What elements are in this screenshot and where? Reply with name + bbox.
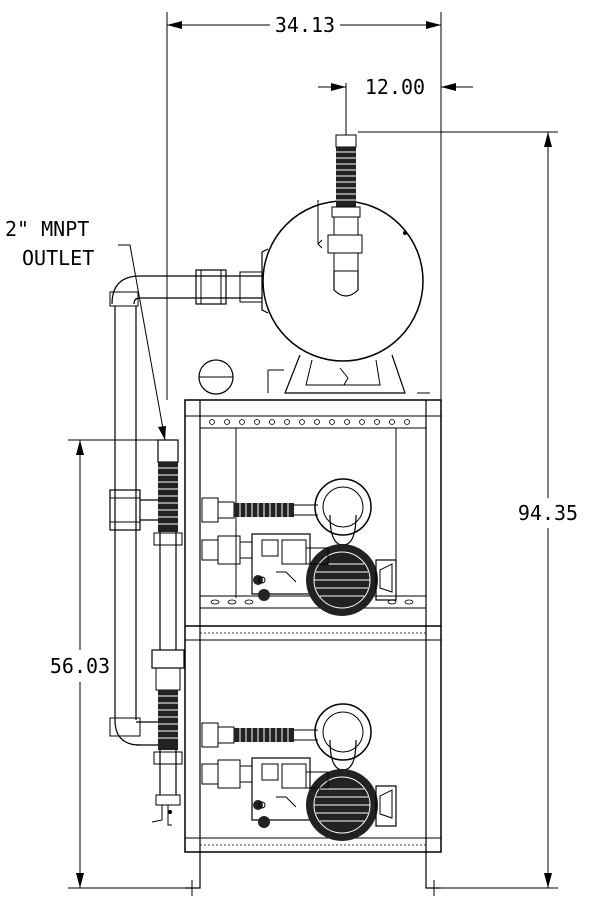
dimension-overall-width: 34.13: [166, 12, 442, 400]
lower-pump-unit: [201, 703, 397, 841]
vertical-manifold-pipe: [109, 306, 158, 746]
equipment-frame: [184, 399, 442, 896]
dimension-outlet-offset-label: 12.00: [365, 75, 425, 99]
upper-pump-unit: [199, 478, 427, 616]
callout-line-2: OUTLET: [22, 246, 94, 270]
frame-hole-row: [209, 419, 410, 425]
outlet-callout: 2" MNPT OUTLET: [5, 217, 166, 441]
dimension-overall-height: 94.35: [358, 131, 578, 889]
dimension-lower-height: 56.03: [50, 439, 200, 889]
dimension-outlet-offset: 12.00: [318, 75, 473, 135]
dimension-lower-height-label: 56.03: [50, 654, 110, 678]
dimension-overall-width-label: 34.13: [275, 13, 335, 37]
discharge-manifold: [151, 439, 185, 826]
callout-line-1: 2" MNPT: [5, 217, 89, 241]
tank-supply-pipe: [109, 269, 263, 307]
dimension-overall-height-label: 94.35: [518, 501, 578, 525]
pressure-tank: [198, 134, 430, 395]
